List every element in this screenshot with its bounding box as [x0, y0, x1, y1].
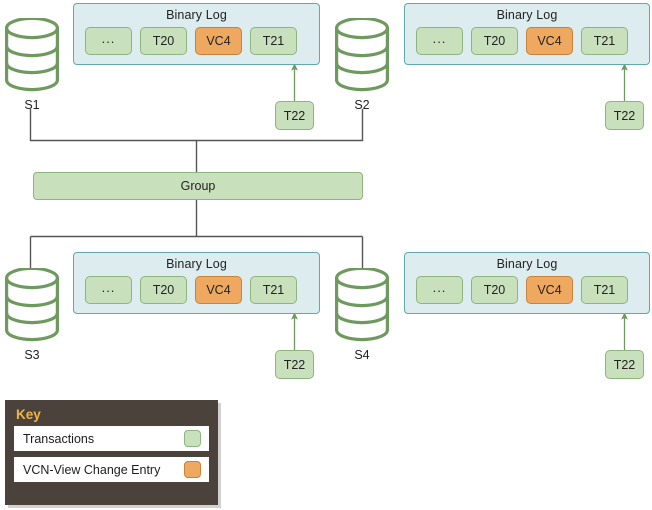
binlog-entry-t20[interactable]: T20: [471, 276, 518, 304]
binlog-panel-s3: Binary Log ... T20 VC4 T21: [73, 252, 320, 314]
binlog-entry-ellipsis[interactable]: ...: [416, 27, 463, 55]
server-label-s4: S4: [354, 348, 370, 362]
binlog-entry-vc4[interactable]: VC4: [526, 27, 573, 55]
database-icon: [335, 266, 389, 342]
key-row-vcn: VCN-View Change Entry: [14, 457, 209, 482]
binlog-entry-ellipsis[interactable]: ...: [85, 276, 132, 304]
server-label-s3: S3: [24, 348, 40, 362]
key-title: Key: [16, 407, 41, 422]
server-label-s1: S1: [24, 98, 40, 112]
server-cylinder-s2: S2: [334, 16, 390, 112]
binlog-panel-s1: Binary Log ... T20 VC4 T21: [73, 3, 320, 65]
group-bar[interactable]: Group: [33, 172, 363, 200]
binlog-entry-t20[interactable]: T20: [140, 276, 187, 304]
server-cylinder-s1: S1: [4, 16, 60, 112]
binlog-title-s3: Binary Log: [166, 257, 227, 271]
binlog-title-s4: Binary Log: [496, 257, 558, 271]
binlog-entry-ellipsis[interactable]: ...: [416, 276, 463, 304]
key-rows: Transactions VCN-View Change Entry: [5, 426, 218, 492]
key-legend: Key Transactions VCN-View Change Entry: [5, 400, 218, 505]
binlog-panel-s2: Binary Log ... T20 VC4 T21: [404, 3, 650, 65]
binlog-entry-t21[interactable]: T21: [581, 276, 628, 304]
binlog-entry-t20[interactable]: T20: [140, 27, 187, 55]
pending-transaction-s2[interactable]: T22: [605, 101, 644, 130]
binlog-entry-vc4[interactable]: VC4: [195, 276, 242, 304]
binlog-entry-t20[interactable]: T20: [471, 27, 518, 55]
binlog-entry-vc4[interactable]: VC4: [526, 276, 573, 304]
binlog-entries-s4: ... T20 VC4 T21: [405, 271, 649, 304]
database-icon: [5, 266, 59, 342]
transaction-swatch-icon: [184, 430, 201, 447]
binlog-entry-vc4[interactable]: VC4: [195, 27, 242, 55]
binlog-entries-s2: ... T20 VC4 T21: [405, 22, 649, 55]
binlog-entry-t21[interactable]: T21: [250, 276, 297, 304]
binlog-panel-s4: Binary Log ... T20 VC4 T21: [404, 252, 650, 314]
key-label-transactions: Transactions: [23, 431, 95, 446]
binlog-entries-s1: ... T20 VC4 T21: [74, 22, 319, 55]
binlog-title-s1: Binary Log: [166, 8, 227, 22]
vcn-swatch-icon: [184, 461, 201, 478]
binlog-entries-s3: ... T20 VC4 T21: [74, 271, 319, 304]
key-label-vcn: VCN-View Change Entry: [23, 462, 161, 477]
binlog-title-s2: Binary Log: [496, 8, 558, 22]
server-cylinder-s3: S3: [4, 266, 60, 362]
server-cylinder-s4: S4: [334, 266, 390, 362]
key-row-transactions: Transactions: [14, 426, 209, 451]
pending-transaction-s4[interactable]: T22: [605, 350, 644, 379]
pending-transaction-s1[interactable]: T22: [275, 101, 314, 130]
binlog-entry-t21[interactable]: T21: [250, 27, 297, 55]
pending-transaction-s3[interactable]: T22: [275, 350, 314, 379]
binlog-entry-t21[interactable]: T21: [581, 27, 628, 55]
database-icon: [5, 16, 59, 92]
server-label-s2: S2: [354, 98, 370, 112]
database-icon: [335, 16, 389, 92]
binlog-entry-ellipsis[interactable]: ...: [85, 27, 132, 55]
